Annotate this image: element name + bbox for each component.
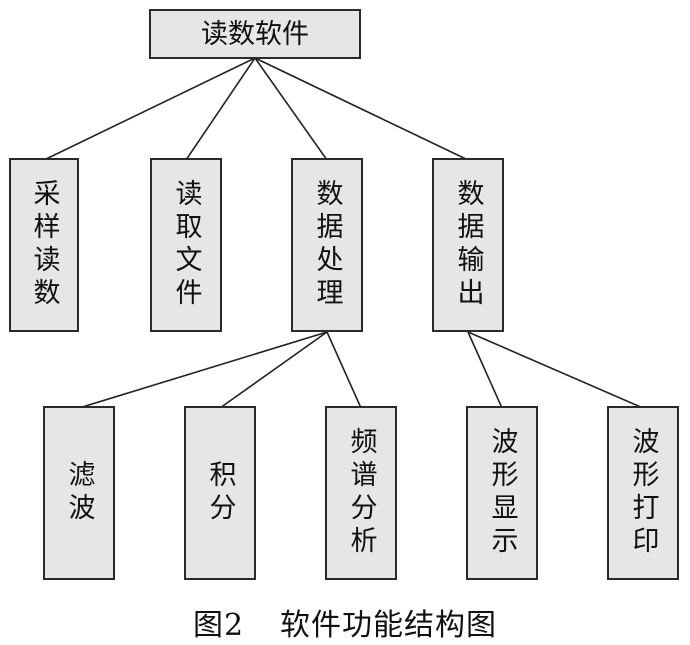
root-node-label: 读数软件 bbox=[201, 18, 309, 50]
edge-chuli-pinpu bbox=[326, 331, 362, 409]
node-label: 波形打印 bbox=[627, 427, 659, 559]
node-sampling-read: 采样读数 bbox=[9, 158, 79, 332]
node-waveform-print: 波形打印 bbox=[607, 406, 679, 580]
node-data-output: 数据输出 bbox=[432, 158, 504, 332]
edge-root-chuli bbox=[254, 57, 328, 161]
diagram-connectors bbox=[43, 57, 644, 409]
node-label: 波形显示 bbox=[486, 427, 518, 559]
node-filter: 滤波 bbox=[43, 406, 115, 580]
edge-shuchu-dayin bbox=[467, 331, 644, 409]
figure-title: 软件功能结构图 bbox=[280, 608, 498, 643]
root-node: 读数软件 bbox=[149, 9, 361, 59]
node-data-processing: 数据处理 bbox=[291, 158, 363, 332]
node-spectrum-analysis: 频谱分析 bbox=[325, 406, 397, 580]
node-read-file: 读取文件 bbox=[150, 158, 222, 332]
edge-chuli-lvbo bbox=[78, 331, 328, 409]
node-label: 采样读数 bbox=[28, 179, 60, 311]
edge-root-duqu bbox=[185, 57, 256, 161]
edge-shuchu-xianshi bbox=[467, 331, 503, 409]
node-label: 数据处理 bbox=[311, 179, 343, 311]
edge-chuli-jifen bbox=[219, 331, 328, 409]
node-label: 数据输出 bbox=[452, 179, 484, 311]
node-label: 积分 bbox=[204, 460, 236, 526]
edge-root-shuchu bbox=[254, 57, 469, 161]
node-label: 滤波 bbox=[63, 460, 95, 526]
node-waveform-display: 波形显示 bbox=[466, 406, 538, 580]
figure-caption: 图2 软件功能结构图 bbox=[0, 600, 690, 644]
node-label: 读取文件 bbox=[170, 179, 202, 311]
edge-root-caiyang bbox=[43, 57, 256, 161]
node-integration: 积分 bbox=[184, 406, 256, 580]
figure-number: 图2 bbox=[192, 608, 245, 643]
node-label: 频谱分析 bbox=[345, 427, 377, 559]
